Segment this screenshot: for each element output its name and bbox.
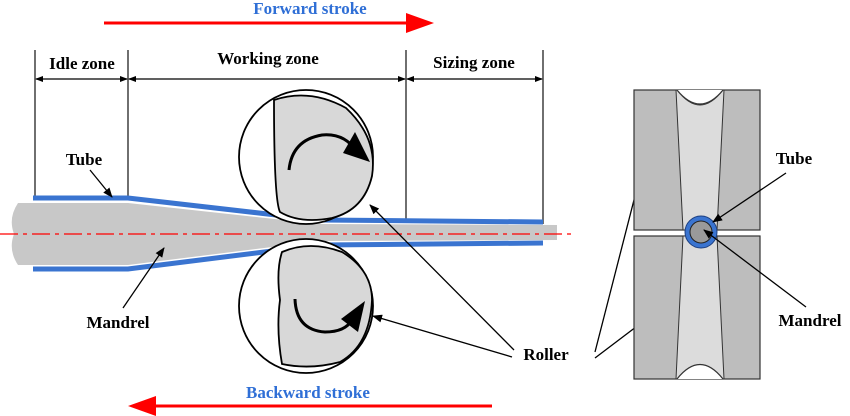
backward-arrow-head <box>128 396 156 416</box>
forward-arrow-head <box>406 13 434 33</box>
roller-pointer-lower <box>372 314 513 358</box>
roller-label: Roller <box>523 345 569 364</box>
forward-stroke-label: Forward stroke <box>253 0 367 18</box>
lower-die-groove <box>675 235 725 380</box>
upper-roller <box>238 89 374 225</box>
tube-wall-top <box>33 195 544 225</box>
tube-wall-bottom <box>33 240 544 272</box>
upper-rotation-arrowhead <box>343 132 370 162</box>
mandrel-cross-section <box>689 220 713 244</box>
zone-dimensions: Idle zone Working zone Sizing zone <box>34 49 544 224</box>
mandrel-left-pointer <box>122 247 165 309</box>
mandrel-label-left: Mandrel <box>87 313 150 332</box>
upper-die-notch <box>676 89 724 105</box>
backward-stroke-label: Backward stroke <box>246 383 370 402</box>
lower-roller <box>238 238 374 374</box>
lower-rotation-arrowhead <box>341 301 365 332</box>
tube-left-pointer <box>89 169 113 198</box>
sizing-zone-label: Sizing zone <box>433 53 515 72</box>
lower-rotation-arc <box>293 298 354 334</box>
roller-pointer-upper <box>369 204 515 351</box>
upper-die-groove <box>675 89 725 231</box>
mandrel-label-right: Mandrel <box>779 311 842 330</box>
forward-stroke-indicator: Forward stroke <box>104 0 434 33</box>
working-zone-label: Working zone <box>217 49 319 68</box>
lower-roller-groove <box>277 245 373 368</box>
backward-stroke-indicator: Backward stroke <box>128 383 492 416</box>
tube-right-pointer <box>712 172 787 223</box>
mandrel <box>11 203 557 265</box>
mandrel-right-pointer <box>703 229 807 308</box>
upper-roller-groove <box>273 94 374 221</box>
idle-zone-label: Idle zone <box>49 54 115 73</box>
lower-die-notch <box>676 364 724 380</box>
cross-section-view <box>633 89 761 380</box>
tube-label-left: Tube <box>66 150 103 169</box>
tube-label-right: Tube <box>776 149 813 168</box>
